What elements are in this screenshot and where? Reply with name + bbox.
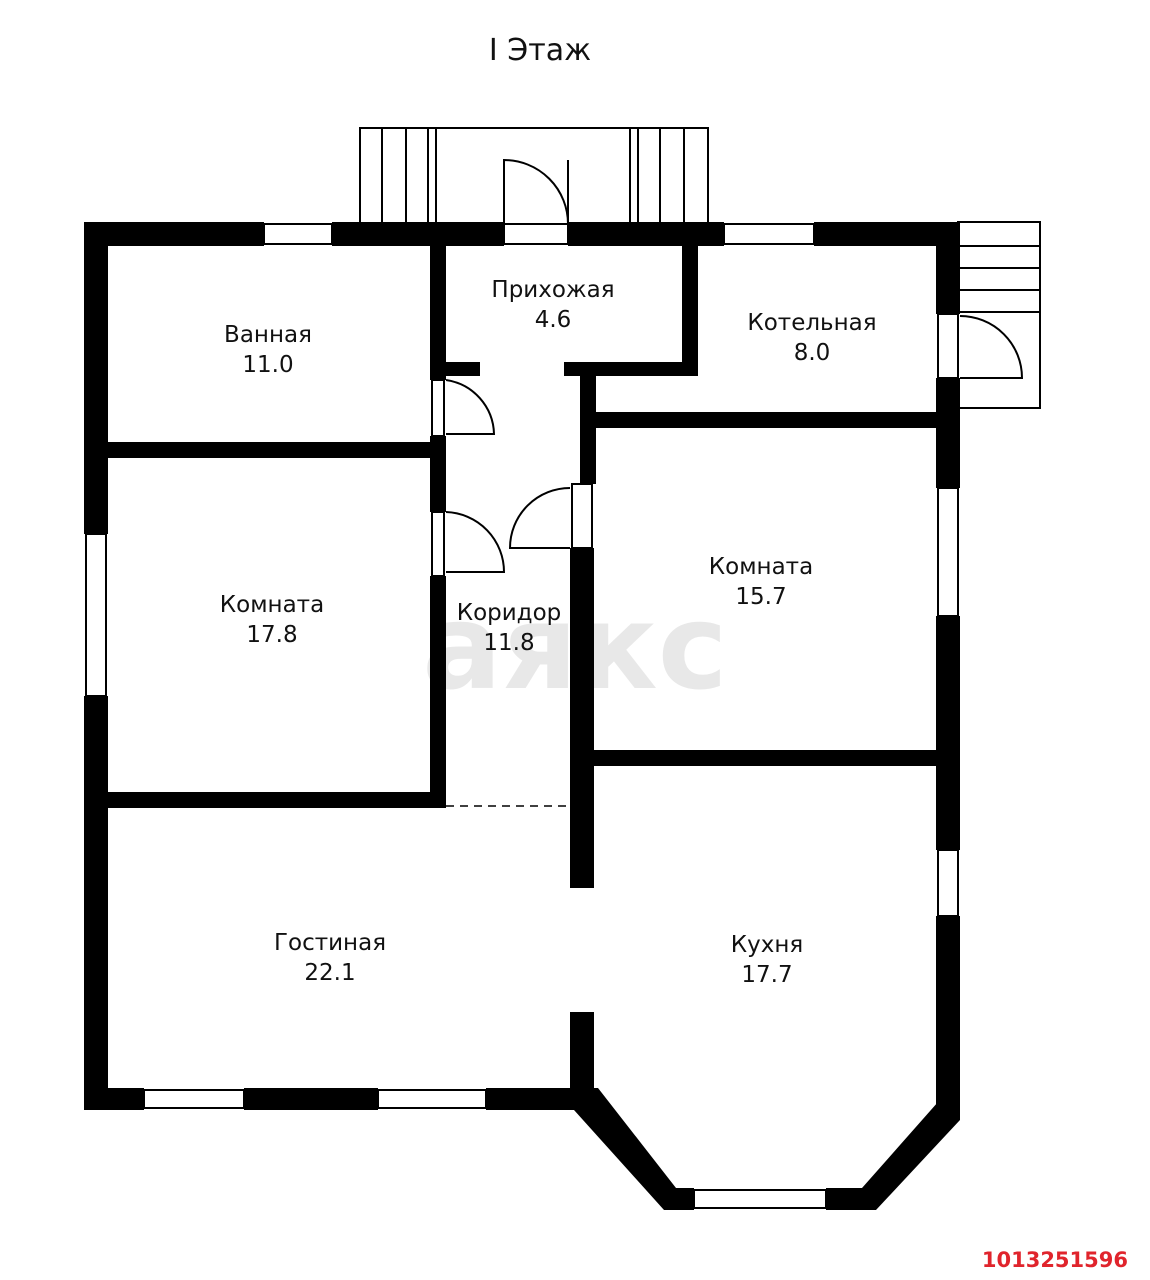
room-name: Комната <box>709 554 813 580</box>
room-area: 22.1 <box>304 960 355 986</box>
room-name: Комната <box>220 592 324 618</box>
room-boiler: Котельная 8.0 <box>747 310 876 366</box>
room-living: Гостиная 22.1 <box>274 930 386 986</box>
listing-id: 1013251596 <box>982 1248 1128 1272</box>
room-name: Прихожая <box>491 277 614 303</box>
room-area: 8.0 <box>794 340 831 366</box>
room-name: Кухня <box>731 932 803 958</box>
windows <box>85 223 959 1209</box>
room-area: 17.8 <box>246 622 297 648</box>
room-left: Комната 17.8 <box>220 592 324 648</box>
room-kitchen: Кухня 17.7 <box>731 932 803 988</box>
room-area: 11.8 <box>483 630 534 656</box>
room-name: Гостиная <box>274 930 386 956</box>
room-corridor: Коридор 11.8 <box>457 600 562 656</box>
room-hallway: Прихожая 4.6 <box>491 277 614 333</box>
side-steps <box>957 221 1041 409</box>
front-porch <box>359 127 709 225</box>
room-bathroom: Ванная 11.0 <box>224 322 312 378</box>
room-name: Котельная <box>747 310 876 336</box>
floor-title: I Этаж <box>489 33 591 68</box>
room-area: 15.7 <box>735 584 786 610</box>
walls <box>84 222 960 1210</box>
room-name: Ванная <box>224 322 312 348</box>
doors <box>431 158 1024 577</box>
room-area: 4.6 <box>535 307 572 333</box>
room-area: 11.0 <box>242 352 293 378</box>
room-area: 17.7 <box>741 962 792 988</box>
room-name: Коридор <box>457 600 562 626</box>
room-right: Комната 15.7 <box>709 554 813 610</box>
